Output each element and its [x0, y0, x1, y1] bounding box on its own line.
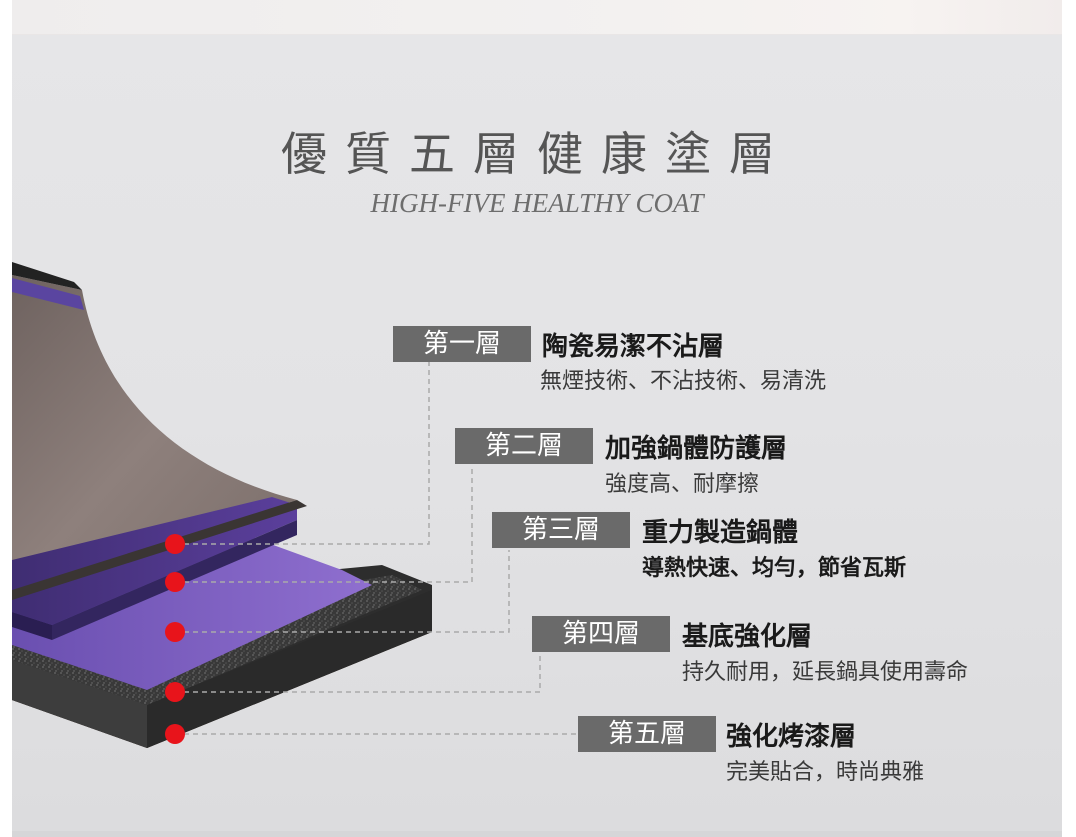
- layer4-badge: 第四層: [532, 616, 670, 652]
- layer5-marker: [165, 724, 185, 744]
- product-feature-panel: 優質五層健康塗層 HIGH-FIVE HEALTHY COAT: [12, 0, 1062, 837]
- bottom-strip: [12, 831, 1062, 837]
- layer3-name: 重力製造鍋體: [642, 518, 799, 548]
- right-margin: [1062, 0, 1076, 837]
- layer4-desc: 持久耐用，延長鍋具使用壽命: [682, 660, 969, 685]
- layer1-badge: 第一層: [393, 326, 531, 362]
- layer4-name: 基底強化層: [682, 622, 813, 652]
- layer5-desc: 完美貼合，時尚典雅: [726, 760, 925, 785]
- layer2-name: 加強鍋體防護層: [605, 434, 788, 464]
- layer2-badge: 第二層: [455, 428, 593, 464]
- top-banner-strip: [12, 0, 1062, 35]
- protection-layer: [12, 530, 372, 690]
- layer3-marker: [165, 622, 185, 642]
- layer2-marker: [165, 572, 185, 592]
- leader-lines: [175, 362, 578, 735]
- page-subtitle: HIGH-FIVE HEALTHY COAT: [370, 188, 704, 218]
- layer1-name: 陶瓷易潔不沾層: [542, 332, 725, 362]
- layer4-marker: [165, 682, 185, 702]
- layer5-name: 強化烤漆層: [726, 722, 857, 752]
- layer5-badge: 第五層: [578, 716, 716, 752]
- page-title: 優質五層健康塗層: [281, 127, 793, 181]
- layer2-desc: 強度高、耐摩擦: [605, 472, 760, 497]
- coating-layers-illustration: [12, 262, 578, 748]
- layer3-badge: 第三層: [492, 512, 630, 548]
- layer3-desc: 導熱快速、均勻，節省瓦斯: [642, 556, 907, 581]
- layer1-marker: [165, 534, 185, 554]
- layer1-desc: 無煙技術、不沾技術、易清洗: [540, 369, 827, 394]
